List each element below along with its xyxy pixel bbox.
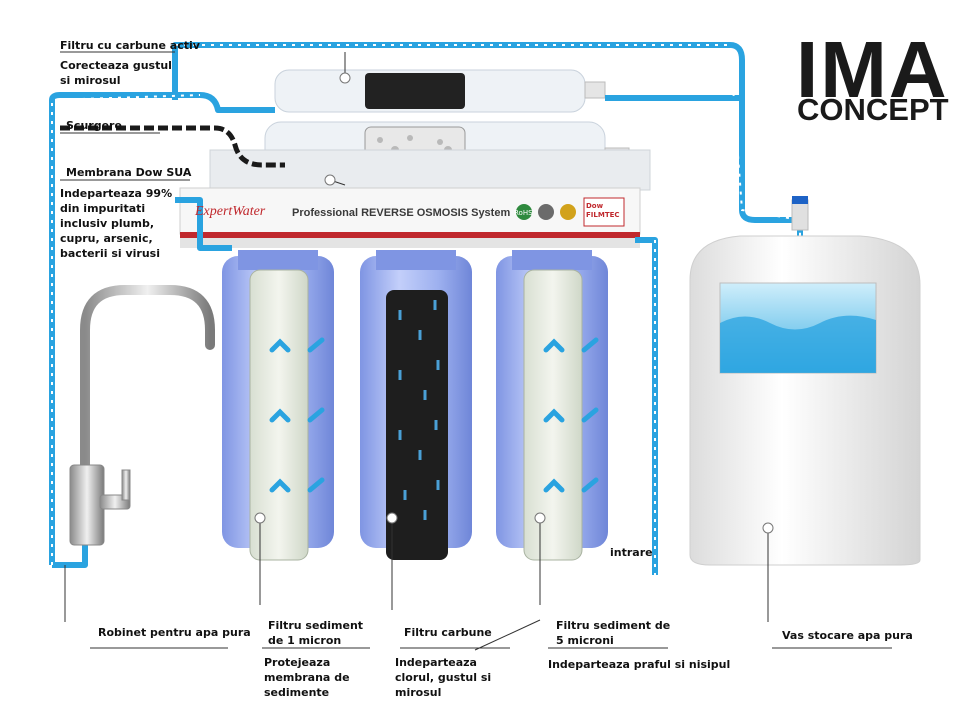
faucet	[69, 285, 215, 546]
rohs-badge: RoHS	[514, 209, 533, 217]
housing-sediment-5-micron	[496, 250, 608, 561]
carbon-flow-arrows	[398, 300, 440, 520]
housing-sediment-1-micron	[222, 250, 334, 561]
label-sediment-5-title: Filtru sediment de 5 microni	[556, 619, 671, 647]
label-inlet: intrare	[610, 546, 653, 559]
label-sediment-1-desc: Protejeaza membrana de sedimente	[264, 656, 350, 699]
filmtec-badge: Dow FILMTEC	[586, 202, 620, 219]
carbon-post-filter-housing	[274, 69, 606, 113]
drain-line	[60, 125, 285, 168]
pointer-dots	[254, 72, 774, 534]
label-carbon-block-desc: Indeparteaza clorul, gustul si mirosul	[395, 656, 492, 699]
brand-name: ExpertWater	[195, 204, 266, 219]
label-tank: Vas stocare apa pura	[782, 629, 913, 642]
flow-arrows	[269, 337, 599, 493]
label-carbon-filter-title: Filtru cu carbune activ	[60, 39, 200, 52]
logo-concept: CONCEPT	[797, 92, 949, 127]
label-faucet: Robinet pentru apa pura	[98, 626, 251, 639]
label-drain: Scurgere	[66, 119, 122, 132]
system-name: Professional REVERSE OSMOSIS System	[292, 207, 511, 219]
housing-carbon-block	[360, 250, 472, 560]
label-sediment-5-desc: Indeparteaza praful si nisipul	[548, 658, 731, 671]
storage-tank	[689, 196, 921, 566]
label-sediment-1-title: Filtru sediment de 1 micron	[268, 619, 364, 647]
label-carbon-block-title: Filtru carbune	[404, 626, 492, 639]
label-underlines	[60, 51, 892, 649]
logo-ima: IMA	[796, 25, 949, 114]
mount-bracket	[209, 149, 651, 191]
label-membrane-desc: Indeparteaza 99% din impuritati inclusiv…	[60, 187, 173, 260]
label-membrane-title: Membrana Dow SUA	[66, 166, 192, 179]
system-header-plate	[179, 187, 641, 248]
label-carbon-filter-desc: Corecteaza gustul si mirosul	[60, 59, 172, 87]
